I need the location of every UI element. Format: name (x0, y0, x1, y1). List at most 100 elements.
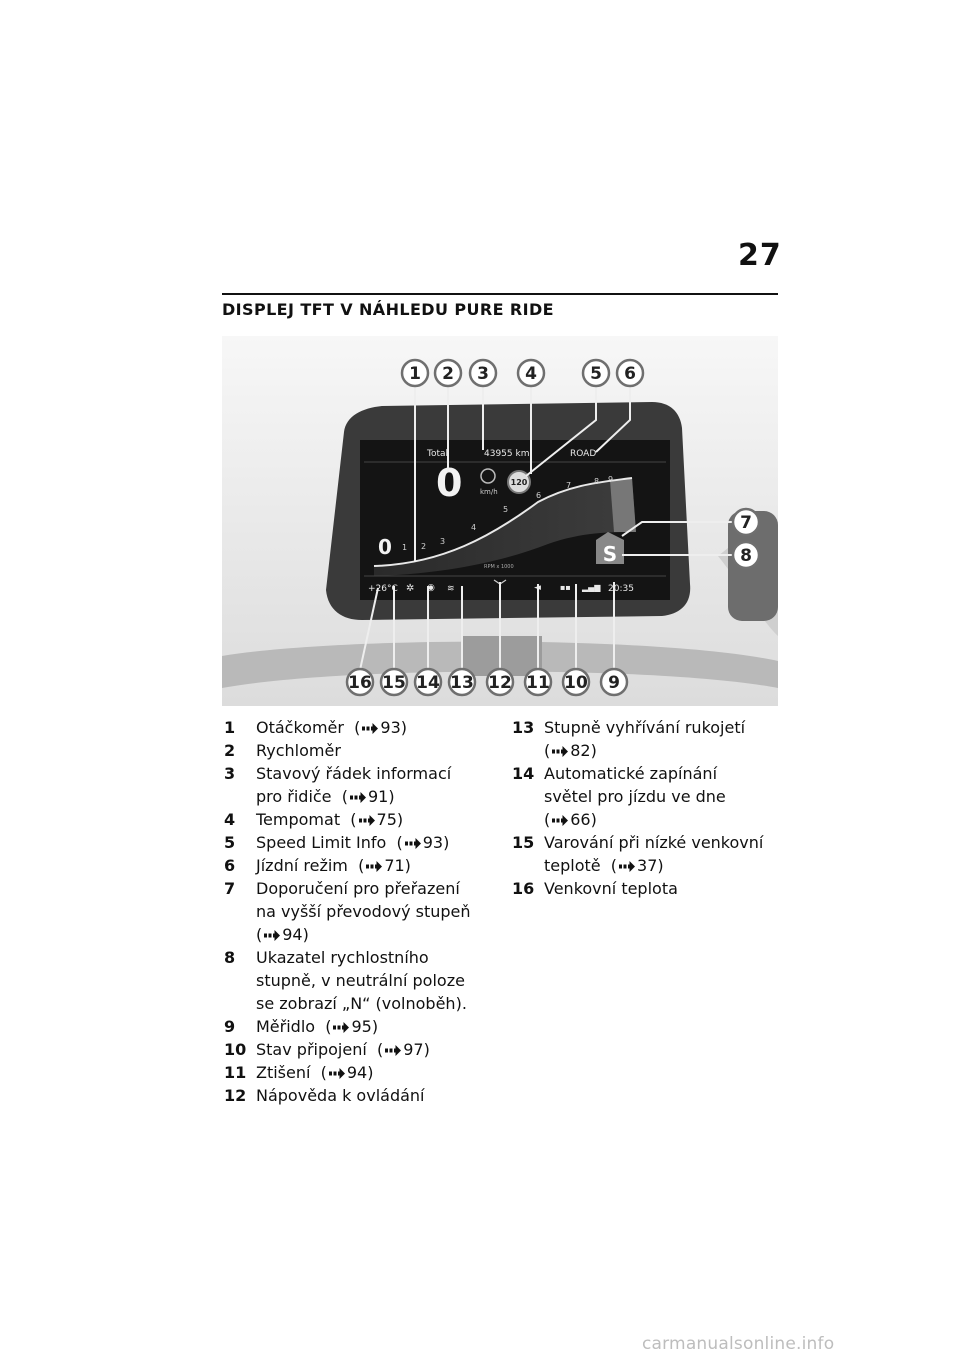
page-reference[interactable]: 93) (422, 833, 450, 852)
handlebar-clamp (462, 636, 542, 676)
legend-item-label: světel pro jízdu ve dne (544, 787, 726, 806)
page-reference[interactable]: 91) (367, 787, 395, 806)
legend-item-number: 12 (224, 1086, 247, 1105)
leader-lines (359, 386, 732, 671)
callout-16: 16 (345, 667, 375, 697)
speed-value: 0 (436, 461, 462, 505)
reference-arrow-icon (358, 815, 375, 826)
legend-item-label: Měřidlo (256, 1017, 316, 1036)
legend-item-label: Stav připojení (256, 1040, 367, 1059)
legend-item-label: Otáčkoměr (256, 718, 344, 737)
legend-item-line: se zobrazí „N“ (volnoběh). (256, 992, 494, 1015)
callout-15: 15 (379, 667, 409, 697)
rpm-tick-4: 4 (471, 523, 476, 532)
callout-7: 7 (731, 507, 761, 537)
page-reference[interactable]: 95) (351, 1017, 379, 1036)
speed-limit-value: 120 (511, 478, 528, 487)
reference-arrow-icon (404, 838, 421, 849)
svg-text:10: 10 (564, 673, 588, 693)
legend-item-line: (66) (544, 810, 597, 829)
legend-item-line: Měřidlo (95) (256, 1017, 379, 1036)
legend-item-label: se zobrazí „N“ (volnoběh). (256, 994, 467, 1013)
legend-item-number: 15 (512, 833, 535, 852)
svg-text:8: 8 (740, 546, 752, 566)
rpm-tick-9: 9 (608, 475, 613, 484)
outside-temperature: +26°C (368, 584, 398, 594)
odometer: 43955 km (484, 449, 529, 459)
legend-item: 12 Nápověda k ovládání (224, 1084, 494, 1107)
legend-item-text: Automatické zapínání světel pro jízdu ve … (544, 762, 782, 831)
page-reference[interactable]: 97) (403, 1040, 430, 1059)
page-reference[interactable]: 71) (384, 856, 411, 875)
speed-limit-sign (507, 470, 531, 494)
legend-item-line: pro řidiče (91) (256, 787, 395, 806)
legend-item-label: pro řidiče (256, 787, 332, 806)
legend-item-line: Stupně vyhřívání rukojetí (544, 716, 782, 739)
callout-12: 12 (485, 667, 515, 697)
legend-item-number: 16 (512, 879, 535, 898)
header-rule (222, 293, 778, 295)
svg-text:16: 16 (348, 673, 372, 693)
callout-3: 3 (468, 358, 498, 388)
legend-item-label: Varování při nízké venkovní (544, 833, 764, 852)
page-reference[interactable]: 93) (380, 718, 407, 737)
frost-warning-icon: ✲ (406, 583, 414, 594)
gear-recommendation: S (603, 542, 617, 566)
legend-item-line: stupně, v neutrální poloze (256, 969, 494, 992)
page-reference[interactable]: 94) (282, 925, 309, 944)
svg-text:9: 9 (608, 673, 620, 693)
page-reference[interactable]: 37) (637, 856, 664, 875)
speed-unit: km/h (480, 488, 498, 496)
legend-item-label: Nápověda k ovládání (256, 1086, 425, 1105)
legend-item-label: Automatické zapínání (544, 764, 718, 783)
rpm-needle-line (373, 477, 633, 567)
rpm-label: RPM x 1000 (484, 564, 514, 570)
rpm-tick-1: 1 (402, 543, 407, 552)
reference-arrow-icon (385, 1045, 402, 1056)
watermark: carmanualsonline.info (642, 1334, 835, 1354)
svg-text:6: 6 (624, 364, 636, 384)
page-reference[interactable]: 94) (346, 1063, 374, 1082)
rpm-scale: 1 2 3 4 5 6 7 8 9 (402, 475, 613, 552)
page-reference[interactable]: 82) (570, 741, 597, 760)
legend-item-text: Jízdní režim (71) (256, 854, 494, 877)
legend-item-line: Nápověda k ovládání (256, 1084, 494, 1107)
reference-arrow-icon (552, 815, 569, 826)
gear-indicator-badge (596, 532, 624, 564)
legend-item-label: Speed Limit Info (256, 833, 387, 852)
legend-item-line: Tempomat (75) (256, 810, 404, 829)
svg-text:2: 2 (442, 364, 454, 384)
rpm-tick-2: 2 (421, 542, 426, 551)
callout-13: 13 (447, 667, 477, 697)
legend-item-line: světel pro jízdu ve dne (544, 785, 782, 808)
legend-item-text: Nápověda k ovládání (256, 1084, 494, 1107)
legend-item-number: 13 (512, 718, 535, 737)
legend-item-number: 1 (224, 718, 236, 737)
rpm-tick-8: 8 (594, 477, 599, 486)
page-reference[interactable]: 66) (570, 810, 597, 829)
svg-text:14: 14 (416, 673, 440, 693)
callout-4: 4 (516, 358, 546, 388)
legend-item-label: Ztišení (256, 1063, 311, 1082)
rpm-gauge-band (374, 478, 636, 576)
legend-item-line: Automatické zapínání (544, 762, 782, 785)
legend-item-text: Měřidlo (95) (256, 1015, 494, 1038)
signal-gauge-icon: ▂▄▆ (581, 583, 601, 592)
svg-text:7: 7 (740, 513, 752, 533)
legend-item-number: 3 (224, 764, 236, 783)
legend-item-line: Speed Limit Info (93) (256, 833, 450, 852)
section-title: DISPLEJ TFT V NÁHLEDU PURE RIDE (222, 300, 554, 319)
page-reference[interactable]: 75) (376, 810, 404, 829)
legend-item-text: Stupně vyhřívání rukojetí(82) (544, 716, 782, 762)
